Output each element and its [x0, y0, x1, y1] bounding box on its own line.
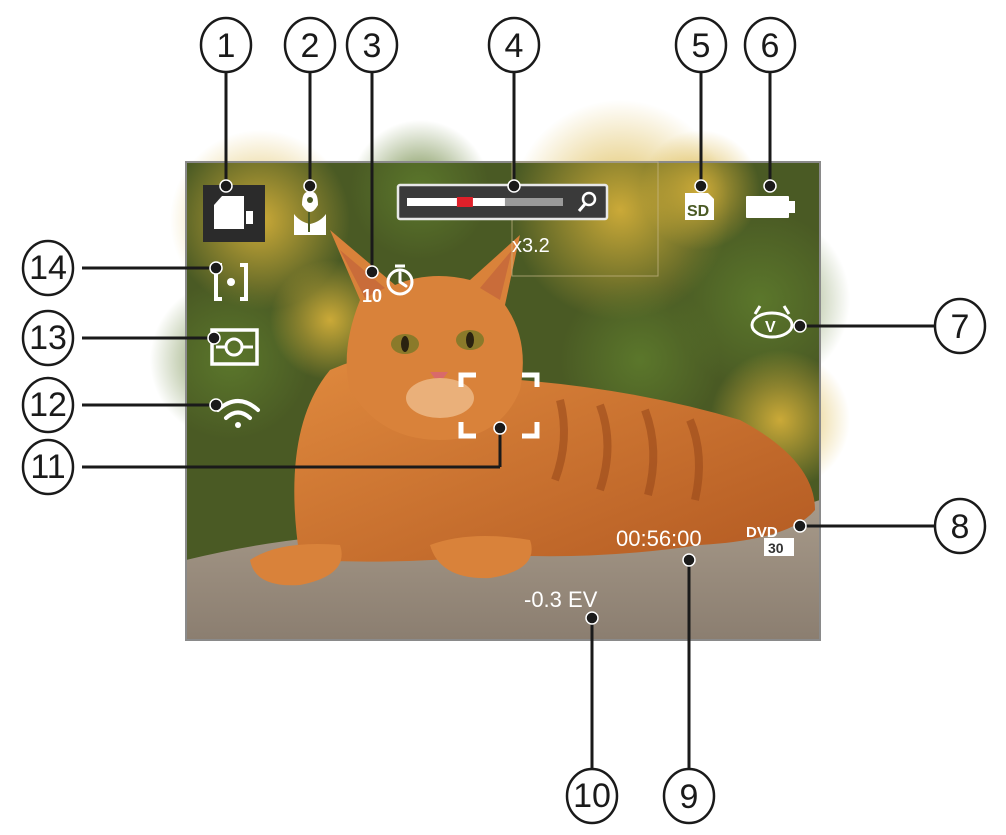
- focus-frame-icon: [458, 372, 540, 439]
- callout-8: 8: [933, 497, 987, 555]
- callout-5-label: 5: [692, 27, 711, 65]
- callout-10: 10: [565, 767, 619, 825]
- photo-preview: [150, 100, 850, 641]
- sd-card-icon: SD: [685, 193, 714, 220]
- callout-6: 6: [743, 16, 797, 74]
- callout-7: 7: [933, 297, 987, 355]
- anti-shake-icon: V: [750, 305, 794, 339]
- leader-lines: [82, 70, 935, 770]
- callout-9-label: 9: [680, 778, 699, 816]
- callout-3-label: 3: [363, 27, 382, 65]
- callout-1-label: 1: [217, 27, 236, 65]
- callouts: 1 2 3 4 5 6 7 8 9 10 11 12 13 14: [21, 16, 987, 825]
- sd-card-label: SD: [687, 203, 709, 220]
- callout-12: 12: [21, 376, 75, 434]
- callout-12-label: 12: [29, 386, 67, 424]
- self-timer-value: 10: [362, 286, 382, 306]
- callout-13: 13: [21, 309, 75, 367]
- video-camera-icon: [203, 185, 265, 242]
- zoom-label: x3.2: [512, 235, 550, 257]
- callout-14: 14: [21, 239, 75, 297]
- spot-metering-icon: [210, 328, 259, 366]
- callout-14-label: 14: [29, 249, 67, 287]
- callout-11: 11: [21, 438, 75, 496]
- exposure-comp: -0.3 EV: [524, 587, 598, 612]
- battery-full-icon: [746, 196, 795, 218]
- callout-11-label: 11: [30, 448, 65, 486]
- callout-5: 5: [674, 16, 728, 74]
- callout-7-label: 7: [951, 308, 970, 346]
- macro-flower-icon: [294, 191, 326, 235]
- callout-8-label: 8: [951, 508, 970, 546]
- callout-6-label: 6: [761, 27, 780, 65]
- callout-3: 3: [345, 16, 399, 74]
- callout-4: 4: [487, 16, 541, 74]
- magnifier-icon: [577, 191, 597, 212]
- dvd-label: DVD: [746, 524, 778, 541]
- callout-1: 1: [199, 16, 253, 74]
- dvd-quality-icon: DVD 30: [746, 524, 794, 556]
- callout-4-label: 4: [505, 27, 524, 65]
- recording-time: 00:56:00: [616, 526, 702, 551]
- self-timer-icon: 10: [362, 264, 414, 306]
- callout-9: 9: [662, 767, 716, 825]
- callout-10-label: 10: [573, 777, 611, 815]
- frame-rate-label: 30: [768, 540, 784, 556]
- zoom-bar: [396, 183, 609, 221]
- anti-shake-label: V: [765, 319, 776, 336]
- callout-13-label: 13: [29, 319, 67, 357]
- callout-2-label: 2: [301, 27, 320, 65]
- callout-2: 2: [283, 16, 337, 74]
